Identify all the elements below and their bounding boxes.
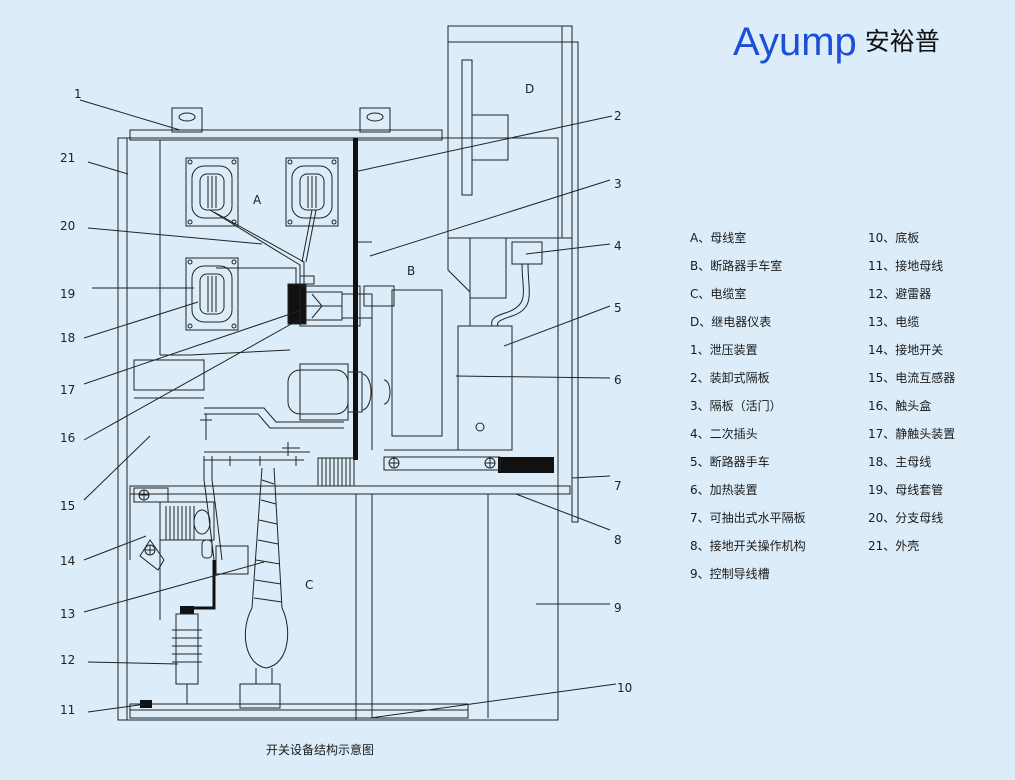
zone-label-d: D: [525, 82, 534, 96]
horizontal-partition: [129, 485, 571, 720]
breaker-compartment: [287, 237, 543, 471]
legend-item: 8、接地开关操作机构: [690, 539, 806, 553]
zone-label-a: A: [253, 193, 262, 207]
legend-item: 16、触头盒: [868, 399, 932, 413]
callout-20: 20: [60, 219, 75, 233]
callout-6: 6: [614, 373, 622, 387]
brand-logo: Ayump 安裕普: [733, 22, 940, 62]
callout-12: 12: [60, 653, 75, 667]
zone-letters: A B C D: [253, 82, 534, 592]
legend-item: 2、装卸式隔板: [690, 371, 770, 385]
legend-item: 9、控制导线槽: [690, 567, 770, 581]
callout-8: 8: [614, 533, 622, 547]
legend-item: 20、分支母线: [868, 511, 944, 525]
legend-item: 11、接地母线: [868, 259, 944, 273]
diagram-caption: 开关设备结构示意图: [266, 743, 375, 757]
callout-15: 15: [60, 499, 75, 513]
contact-box: [287, 275, 373, 327]
legend-item: 18、主母线: [868, 455, 932, 469]
brand-latin: Ayump: [733, 20, 857, 64]
legend-item: 10、底板: [868, 231, 920, 245]
legend-item: D、继电器仪表: [690, 315, 772, 329]
callout-7: 7: [614, 479, 622, 493]
legend-item: 4、二次插头: [690, 427, 758, 441]
legend-left-column: A、母线室 B、断路器手车室 C、电缆室 D、继电器仪表 1、泄压装置 2、装卸…: [690, 231, 806, 595]
callout-18: 18: [60, 331, 75, 345]
callout-13: 13: [60, 607, 75, 621]
callout-9: 9: [614, 601, 622, 615]
legend-item: B、断路器手车室: [690, 259, 783, 273]
callout-5: 5: [614, 301, 622, 315]
legend-item: A、母线室: [690, 231, 747, 245]
legend-item: 13、电缆: [868, 315, 920, 329]
callout-11: 11: [60, 703, 75, 717]
legend-item: 12、避雷器: [868, 287, 932, 301]
relay-compartment: [447, 25, 579, 720]
legend-item: 1、泄压装置: [690, 343, 758, 357]
legend-item: 17、静触头装置: [868, 427, 956, 441]
wiring: [133, 359, 355, 561]
legend-item: 21、外壳: [868, 539, 920, 553]
callout-21: 21: [60, 151, 75, 165]
legend-item: C、电缆室: [690, 287, 747, 301]
callout-14: 14: [60, 554, 75, 568]
legend-item: 7、可抽出式水平隔板: [690, 511, 806, 525]
callout-4: 4: [614, 239, 622, 253]
callout-19: 19: [60, 287, 75, 301]
leader-lines: [79, 99, 617, 719]
legend-right-column: 10、底板 11、接地母线 12、避雷器 13、电缆 14、接地开关 15、电流…: [868, 231, 955, 567]
cable-chamber: [129, 467, 469, 719]
legend-item: 14、接地开关: [868, 343, 944, 357]
callout-numbers: 1 2 3 4 5 6 7 8 9 10 11 12 13 14 15 16 1…: [60, 87, 632, 717]
brand-cn: 安裕普: [864, 27, 940, 56]
callout-10: 10: [617, 681, 632, 695]
zone-label-b: B: [407, 264, 415, 278]
callout-2: 2: [614, 109, 622, 123]
callout-17: 17: [60, 383, 75, 397]
legend-item: 19、母线套管: [868, 483, 944, 497]
callout-16: 16: [60, 431, 75, 445]
callout-3: 3: [614, 177, 622, 191]
busbar-chamber: [159, 140, 339, 356]
legend-item: 3、隔板（活门）: [690, 399, 782, 413]
legend-item: 5、断路器手车: [690, 455, 770, 469]
partitions: [353, 138, 554, 473]
zone-label-c: C: [305, 578, 313, 592]
callout-1: 1: [74, 87, 82, 101]
legend-item: 6、加热装置: [690, 483, 758, 497]
legend-item: 15、电流互感器: [868, 371, 956, 385]
